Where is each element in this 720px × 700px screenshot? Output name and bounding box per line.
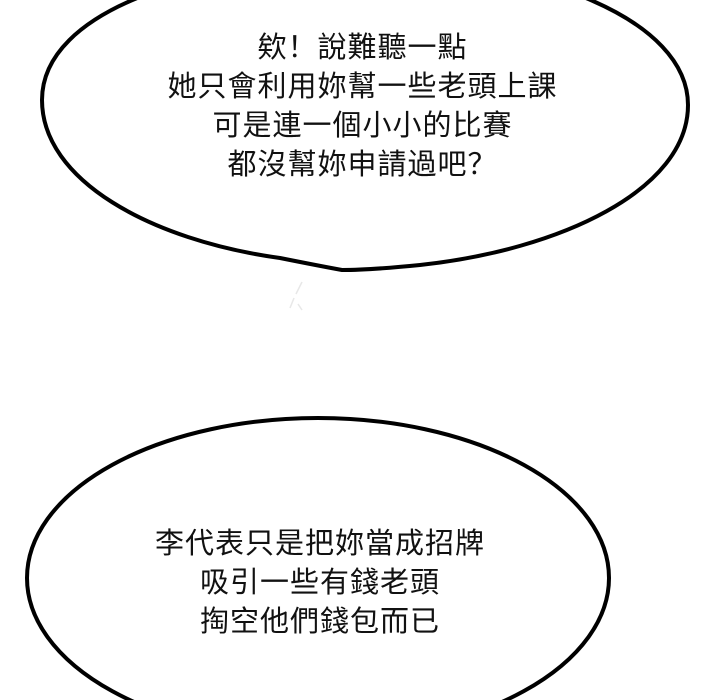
- faint-sketch-mark: [289, 281, 303, 311]
- dialogue-line: 吸引一些有錢老頭: [199, 565, 440, 599]
- speech-bubble-1-text: 欸！說難聽一點 她只會利用妳幫一些老頭上課 可是連一個小小的比賽 都沒幫妳申請過…: [60, 28, 665, 184]
- dialogue-line: 李代表只是把妳當成招牌: [154, 526, 485, 560]
- dialogue-line: 都沒幫妳申請過吧？: [227, 147, 498, 181]
- dialogue-line: 可是連一個小小的比賽: [212, 108, 513, 142]
- dialogue-line: 她只會利用妳幫一些老頭上課: [167, 69, 558, 103]
- speech-bubble-2-outline: [25, 416, 611, 700]
- speech-bubble-2-text: 李代表只是把妳當成招牌 吸引一些有錢老頭 掏空他們錢包而已: [40, 524, 600, 641]
- speech-bubble-1-outline: [39, 0, 691, 273]
- dialogue-line: 欸！說難聽一點: [257, 30, 468, 64]
- dialogue-line: 掏空他們錢包而已: [199, 604, 440, 638]
